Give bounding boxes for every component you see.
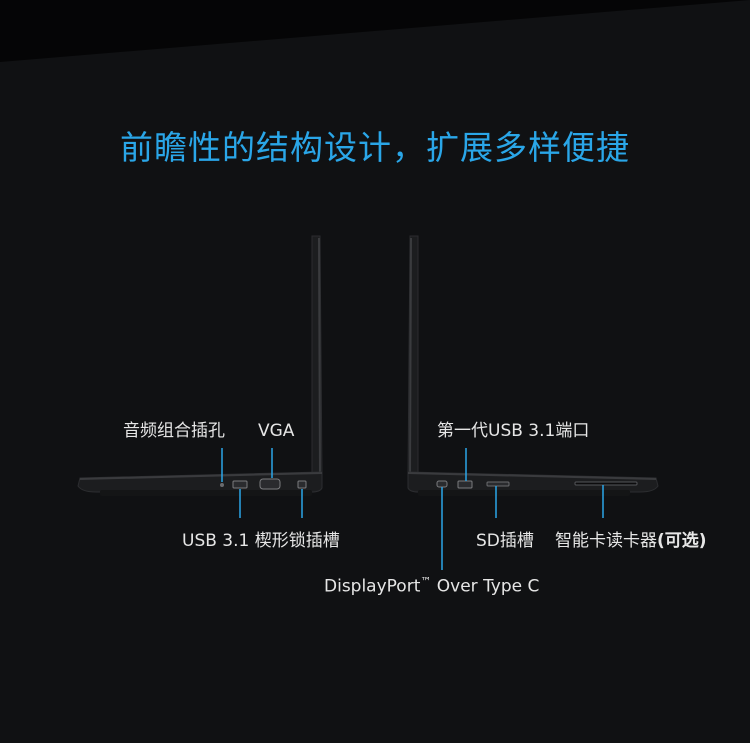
- label-displayport-name: DisplayPort: [324, 576, 421, 597]
- audio-port-icon: [220, 483, 224, 487]
- sd-slot-icon: [486, 481, 510, 487]
- usb-port-icon: [232, 480, 248, 489]
- label-usb-lock: USB 3.1 楔形锁插槽: [182, 531, 340, 551]
- label-audio-jack: 音频组合插孔: [123, 421, 225, 441]
- vga-port-icon: [259, 478, 281, 490]
- smartcard-slot-icon: [574, 481, 638, 486]
- label-smartcard-optional: (可选): [657, 531, 707, 551]
- label-sd-slot: SD插槽: [476, 531, 534, 551]
- label-usb-gen1: 第一代USB 3.1端口: [437, 421, 590, 441]
- label-smartcard-text: 智能卡读卡器: [555, 531, 657, 551]
- label-displayport-rest: Over Type C: [431, 576, 540, 597]
- label-displayport: DisplayPort™ Over Type C: [324, 571, 539, 598]
- page-title: 前瞻性的结构设计，扩展多样便捷: [120, 128, 630, 167]
- left-laptop: [77, 235, 323, 518]
- label-vga: VGA: [258, 421, 295, 441]
- label-displayport-tm: ™: [420, 575, 432, 588]
- lock-slot-icon: [297, 480, 307, 489]
- usb-port-icon-right: [457, 480, 473, 489]
- usb-c-port-icon: [436, 480, 448, 488]
- label-smartcard: 智能卡读卡器(可选): [555, 530, 707, 552]
- right-laptop: [407, 235, 659, 570]
